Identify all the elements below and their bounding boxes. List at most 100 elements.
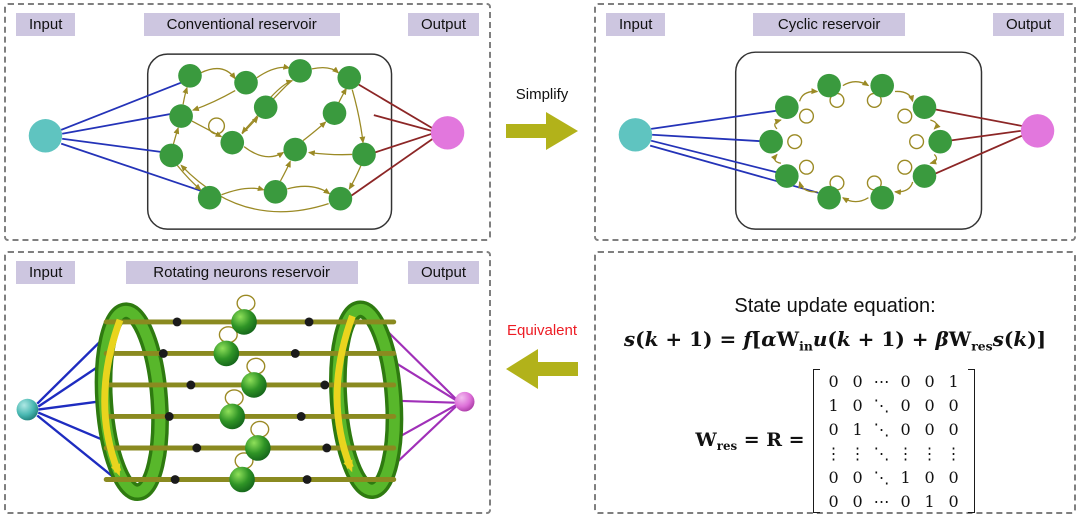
reservoir-node bbox=[322, 101, 347, 125]
matrix-right-bracket-icon bbox=[967, 369, 975, 514]
self-loop-icon bbox=[798, 159, 815, 175]
cyclic-reservoir-scene bbox=[618, 51, 1055, 230]
black-dot bbox=[296, 412, 306, 421]
output-node bbox=[430, 116, 465, 150]
equation-segment: res bbox=[716, 439, 738, 454]
equation-segment: R bbox=[766, 429, 783, 452]
matrix-cell: ⋱ bbox=[873, 419, 890, 439]
rotation-arrow-left-icon bbox=[101, 318, 124, 477]
output-connection-lines bbox=[933, 108, 1023, 175]
reservoir-node bbox=[178, 63, 202, 88]
matrix-cell: ⋱ bbox=[873, 395, 890, 415]
equation-segment: + 1) = bbox=[658, 327, 744, 351]
equation-segment: s bbox=[992, 327, 1004, 351]
self-loop-icon bbox=[897, 108, 913, 124]
input-connection-lines bbox=[60, 79, 205, 193]
simplify-connector: Simplify bbox=[497, 86, 587, 154]
reservoir-node bbox=[337, 65, 362, 90]
neuron-sphere bbox=[213, 340, 240, 367]
matrix-cell: 0 bbox=[924, 467, 935, 487]
black-dot bbox=[322, 443, 332, 453]
equation-segment: )] bbox=[1027, 327, 1047, 351]
reservoir-box bbox=[146, 53, 393, 230]
black-dot bbox=[164, 412, 174, 421]
neuron-sphere bbox=[219, 403, 246, 430]
matrix-cell: ⋱ bbox=[873, 443, 890, 463]
panel-title: Cyclic reservoir bbox=[753, 13, 906, 36]
matrix-cell: 0 bbox=[852, 491, 863, 511]
matrix-cell: ⋮ bbox=[897, 443, 914, 463]
reservoir-node bbox=[253, 95, 278, 120]
equation-segment: ( bbox=[827, 327, 837, 351]
panel-title: Rotating neurons reservoir bbox=[125, 261, 358, 284]
matrix-cell: ⋮ bbox=[921, 443, 938, 463]
equation-segment: u bbox=[812, 327, 828, 351]
equation-segment: k bbox=[1013, 327, 1028, 351]
reservoir-node bbox=[220, 130, 245, 155]
equation-segment: k bbox=[836, 327, 851, 351]
output-label: Output bbox=[407, 261, 479, 284]
reservoir-node bbox=[159, 143, 184, 168]
matrix-cell: 0 bbox=[924, 395, 935, 415]
input-node bbox=[28, 119, 63, 153]
matrix-cell: 0 bbox=[828, 491, 839, 511]
recurrent-connections bbox=[172, 63, 366, 213]
output-label: Output bbox=[992, 13, 1064, 36]
matrix-cell: 0 bbox=[828, 467, 839, 487]
panel-header: Input Rotating neurons reservoir Output bbox=[16, 261, 479, 284]
reservoir-node bbox=[912, 164, 937, 188]
matrix-cell: 0 bbox=[948, 491, 959, 511]
equation-title: State update equation: bbox=[734, 295, 936, 317]
reservoir-neurons bbox=[759, 73, 952, 210]
reservoir-node bbox=[928, 129, 952, 154]
black-dot bbox=[172, 317, 182, 327]
reservoir-node bbox=[283, 137, 307, 162]
input-label: Input bbox=[16, 261, 76, 284]
state-update-equation: s(k + 1) = f[αWinu(k + 1) + βWress(k)] bbox=[596, 327, 1074, 353]
equation-segment: W bbox=[776, 327, 800, 351]
self-loop-icon bbox=[897, 159, 913, 175]
reservoir-node bbox=[817, 185, 841, 210]
self-loop-icon bbox=[246, 357, 266, 375]
matrix-cell: 0 bbox=[900, 371, 911, 391]
self-loop-icon bbox=[909, 134, 925, 150]
panel-rotating-neurons-reservoir: Input Rotating neurons reservoir Output bbox=[4, 251, 491, 514]
panel-title: Conventional reservoir bbox=[143, 13, 340, 36]
equation-segment: f bbox=[743, 327, 752, 351]
reservoir-node bbox=[352, 142, 376, 167]
matrix-cell: 1 bbox=[852, 419, 863, 439]
equation-segment: W bbox=[695, 429, 717, 452]
rotating-neurons bbox=[213, 309, 271, 493]
reservoir-node bbox=[870, 185, 894, 210]
reservoir-node bbox=[169, 104, 193, 128]
matrix-cell: 1 bbox=[828, 395, 839, 415]
input-node bbox=[618, 118, 653, 152]
rotating-reservoir-scene bbox=[16, 294, 475, 501]
black-dot bbox=[158, 349, 168, 358]
output-node bbox=[454, 391, 475, 412]
matrix-cell: 0 bbox=[852, 395, 863, 415]
reservoir-node bbox=[328, 186, 353, 211]
reservoir-neurons bbox=[159, 59, 376, 211]
simplify-label: Simplify bbox=[515, 86, 569, 103]
reservoir-node bbox=[775, 95, 799, 120]
reservoir-node bbox=[912, 95, 937, 120]
self-loop-icon bbox=[787, 134, 803, 150]
equation-segment: in bbox=[799, 338, 813, 354]
reservoir-node bbox=[775, 164, 799, 188]
self-loop-icon bbox=[798, 108, 815, 124]
matrix-cell: ⋮ bbox=[825, 443, 842, 463]
reservoir-node bbox=[234, 70, 258, 95]
equation-segment: s bbox=[623, 327, 636, 351]
matrix-cell: ⋮ bbox=[849, 443, 866, 463]
panel-header: Input Conventional reservoir Output bbox=[16, 13, 479, 36]
panel-cyclic-reservoir: Input Cyclic reservoir Output bbox=[594, 3, 1076, 241]
equation-segment: + 1) + bbox=[850, 327, 936, 351]
equation-segment: [ bbox=[751, 327, 762, 351]
equation-segment: = bbox=[782, 429, 805, 452]
matrix-left-bracket-icon bbox=[812, 369, 820, 514]
matrix-cell: 0 bbox=[852, 467, 863, 487]
